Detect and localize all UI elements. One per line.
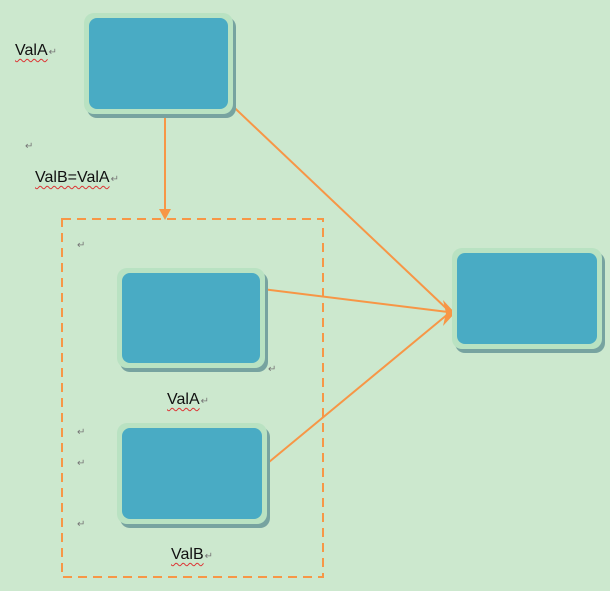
paragraph-mark-icon: ↵ [25, 141, 34, 152]
label-assignment: ValB=ValA↵ [35, 169, 119, 187]
paragraph-mark-icon: ↵ [77, 427, 86, 438]
inner-box-b-fill [122, 428, 262, 519]
dashed-group-border [61, 218, 324, 578]
paragraph-mark-icon: ↵ [48, 47, 57, 58]
inner-box-a[interactable] [117, 268, 265, 368]
paragraph-mark-icon: ↵ [77, 240, 86, 251]
arrow-source-to-target [220, 94, 449, 311]
label-inner-bottom: ValB↵ [171, 546, 213, 564]
label-inner-top-text: ValA [167, 391, 200, 408]
arrow-box-a-to-target [253, 287, 449, 313]
paragraph-mark-icon: ↵ [110, 174, 119, 185]
label-inner-bottom-text: ValB [171, 546, 204, 563]
arrow-box-b-to-target [262, 313, 449, 468]
paragraph-mark-icon: ↵ [204, 551, 213, 562]
label-top-left-text: ValA [15, 42, 48, 59]
label-assignment-text: ValB=ValA [35, 169, 110, 186]
source-box[interactable] [84, 13, 233, 114]
inner-box-a-fill [122, 273, 260, 363]
inner-box-b[interactable] [117, 423, 267, 524]
paragraph-mark-icon: ↵ [77, 458, 86, 469]
label-inner-top: ValA↵ [167, 391, 209, 409]
paragraph-mark-icon: ↵ [200, 396, 209, 407]
paragraph-mark-icon: ↵ [268, 364, 277, 375]
target-box-fill [457, 253, 597, 344]
target-box[interactable] [452, 248, 602, 349]
source-box-fill [89, 18, 228, 109]
paragraph-mark-icon: ↵ [77, 519, 86, 530]
arrowhead-down [159, 209, 171, 220]
arrowhead-target [443, 300, 455, 326]
label-top-left: ValA↵ [15, 42, 57, 60]
